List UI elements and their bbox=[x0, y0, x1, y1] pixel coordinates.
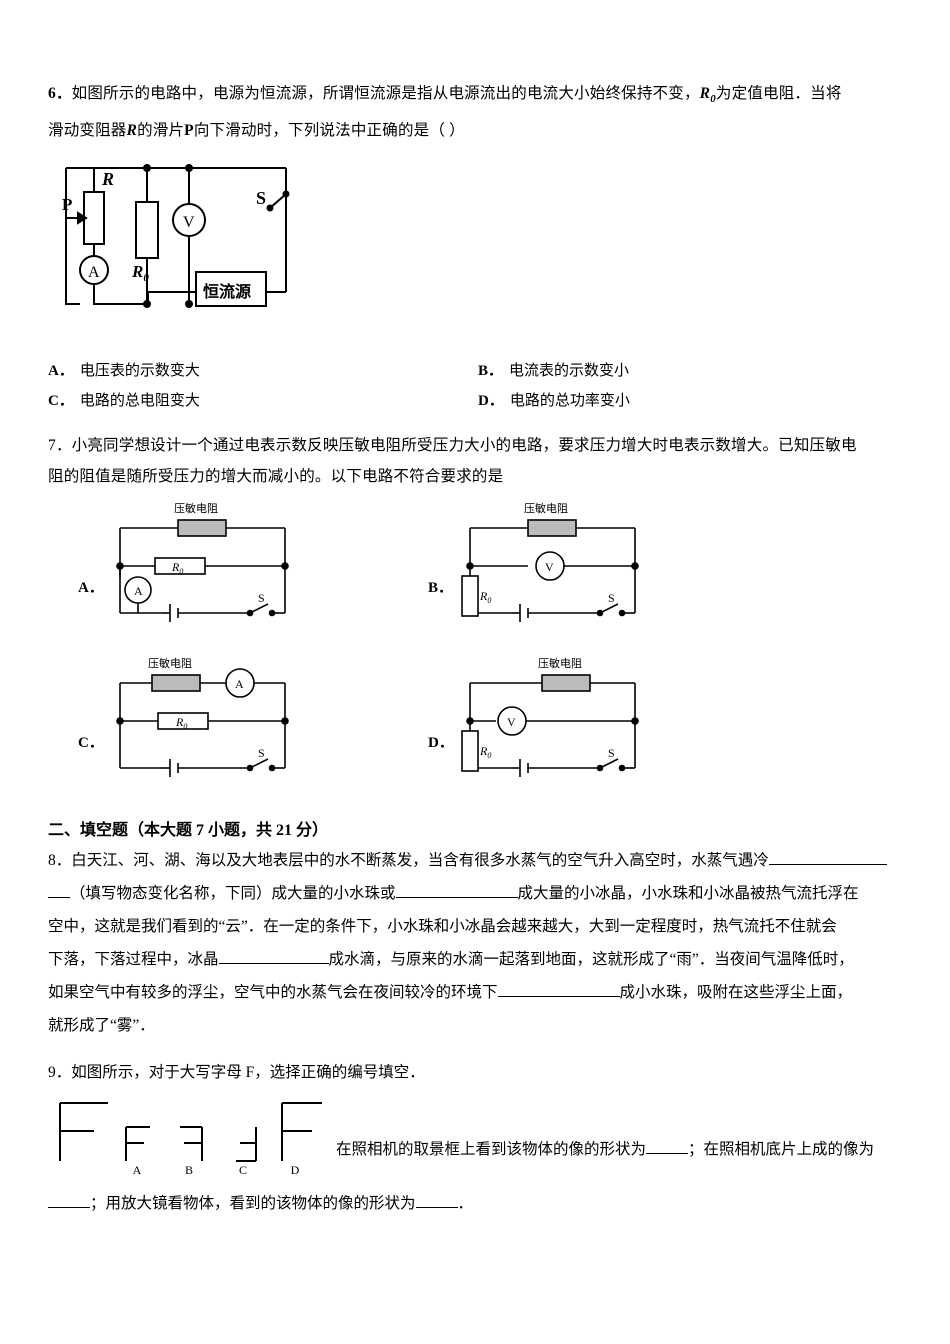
q8-p5b: 成小水珠，吸附在这些浮尘上面， bbox=[619, 984, 853, 1002]
q6-label-a: A bbox=[88, 264, 100, 281]
q9-label-c: C bbox=[238, 1163, 247, 1178]
q9-label-b: B bbox=[184, 1163, 193, 1178]
q7-choice-a-letter: A． bbox=[78, 580, 104, 597]
q6-r0: R bbox=[699, 85, 711, 102]
q6-option-b[interactable]: B． 电流表的示数变小 bbox=[478, 356, 908, 386]
q7-d-r0: R0 bbox=[479, 744, 491, 760]
q6-options-row-2: C． 电路的总电阻变大 D． 电路的总功率变小 bbox=[48, 386, 908, 416]
q7-b-sensor-label: 压敏电阻 bbox=[524, 501, 568, 515]
q9-after-b: ；在照相机底片上成的像为 bbox=[688, 1141, 875, 1159]
q8-blank-1b[interactable] bbox=[48, 897, 70, 899]
q6-label-v: V bbox=[183, 214, 195, 231]
question-8: 8．白天江、河、湖、海以及大地表层中的水不断蒸发，当含有很多水蒸气的空气升入高空… bbox=[48, 844, 908, 1042]
q6-line1: 如图所示的电路中，电源为恒流源，所谓恒流源是指从电源流出的电流大小始终保持不变， bbox=[71, 85, 700, 102]
q7-a-meter: A bbox=[134, 584, 143, 598]
q7-c-meter: A bbox=[235, 677, 244, 691]
question-6-text-line2: 滑动变阻器R的滑片P向下滑动时，下列说法中正确的是（ ） bbox=[48, 115, 908, 146]
q6-label-p: P bbox=[62, 195, 72, 214]
q6-line2b: 的滑片 bbox=[137, 122, 185, 140]
q6-option-d-text: 电路的总功率变小 bbox=[509, 393, 630, 410]
q9-blank-2[interactable] bbox=[48, 1207, 90, 1209]
q9-label-d: D bbox=[290, 1163, 300, 1178]
q7-a-switch: S bbox=[258, 591, 265, 605]
q7-b-r0: R0 bbox=[479, 589, 491, 605]
q7-c-switch: S bbox=[258, 746, 265, 760]
q9-figure: A B C D 在照相机的取景框上看到该物体的像的形状为 ；在照相机底片上成的像为 bbox=[48, 1089, 908, 1187]
q6-circuit-svg: P R V A R0 S 恒流源 bbox=[62, 164, 290, 309]
q8-number: 8． bbox=[48, 852, 72, 870]
q7-circuit-b: 压敏电阻 R0 V S bbox=[461, 501, 639, 623]
q8-blank-4[interactable] bbox=[497, 996, 620, 998]
q6-label-source: 恒流源 bbox=[203, 282, 251, 301]
q9-letters-svg bbox=[59, 1102, 322, 1163]
q8-blank-2[interactable] bbox=[395, 897, 518, 899]
q7-choice-b-letter: B． bbox=[428, 580, 454, 597]
q6-option-a-text: 电压表的示数变大 bbox=[79, 363, 200, 380]
q8-p5a: 如果空气中有较多的浮尘，空气中的水蒸气会在夜间较冷的环境下 bbox=[48, 984, 498, 1002]
q7-a-sensor-label: 压敏电阻 bbox=[174, 501, 218, 515]
q6-label-r: R bbox=[101, 169, 114, 189]
q7-circuit-d: 压敏电阻 R0 V S bbox=[461, 656, 639, 778]
q6-option-d[interactable]: D． 电路的总功率变小 bbox=[478, 386, 908, 416]
q9-text: 如图所示，对于大写字母 F，选择正确的编号填空． bbox=[71, 1064, 425, 1082]
q8-p1: 白天江、河、湖、海以及大地表层中的水不断蒸发，当含有很多水蒸气的空气升入高空时，… bbox=[71, 852, 769, 870]
q6-line2a: 滑动变阻器 bbox=[48, 122, 127, 140]
q6-line2c: 向下滑动时，下列说法中正确的是（ ） bbox=[193, 122, 465, 140]
q7-d-sensor-label: 压敏电阻 bbox=[538, 656, 582, 670]
q6-r0-sub: 0 bbox=[710, 93, 716, 106]
page-content: 6．如图所示的电路中，电源为恒流源，所谓恒流源是指从电源流出的电流大小始终保持不… bbox=[48, 78, 908, 1220]
q6-option-d-letter: D． bbox=[478, 393, 504, 410]
q9-after-fig: 在照相机的取景框上看到该物体的像的形状为 ；在照相机底片上成的像为 bbox=[336, 1137, 874, 1159]
question-9: 9．如图所示，对于大写字母 F，选择正确的编号填空． bbox=[48, 1056, 908, 1089]
q7-figures: A． bbox=[48, 498, 908, 798]
q6-option-a[interactable]: A． 电压表的示数变大 bbox=[48, 356, 478, 386]
q7-d-switch: S bbox=[608, 746, 615, 760]
q6-line1b: 为定值电阻．当将 bbox=[715, 85, 842, 102]
q6-options-row-1: A． 电压表的示数变大 B． 电流表的示数变小 bbox=[48, 356, 908, 386]
q7-line1: 小亮同学想设计一个通过电表示数反映压敏电阻所受压力大小的电路，要求压力增大时电表… bbox=[71, 437, 857, 455]
question-6-text: 6．如图所示的电路中，电源为恒流源，所谓恒流源是指从电源流出的电流大小始终保持不… bbox=[48, 78, 908, 115]
q9-blank-3[interactable] bbox=[415, 1207, 458, 1209]
q7-line2: 阻的阻值是随所受压力的增大而减小的。以下电路不符合要求的是 bbox=[48, 468, 504, 486]
q7-number: 7． bbox=[48, 437, 72, 455]
q8-p3: 空中，这就是我们看到的“云”．在一定的条件下，小水珠和小冰晶会越来越大，大到一定… bbox=[48, 918, 837, 936]
q6-r: R bbox=[126, 122, 138, 140]
q6-option-c[interactable]: C． 电路的总电阻变大 bbox=[48, 386, 478, 416]
q6-number: 6． bbox=[48, 85, 72, 102]
q9-tail-b: ． bbox=[457, 1195, 474, 1213]
question-7-text-line2: 阻的阻值是随所受压力的增大而减小的。以下电路不符合要求的是 bbox=[48, 461, 908, 492]
q8-p2b: 成大量的小冰晶，小水珠和小冰晶被热气流托浮在 bbox=[517, 885, 859, 903]
q6-p: P bbox=[184, 122, 194, 140]
q7-c-sensor-label: 压敏电阻 bbox=[148, 656, 192, 670]
q9-blank-1[interactable] bbox=[646, 1153, 689, 1155]
q7-choice-d-letter: D． bbox=[428, 735, 454, 752]
q6-option-b-text: 电流表的示数变小 bbox=[509, 363, 630, 380]
q6-label-s: S bbox=[256, 188, 266, 208]
q6-option-c-text: 电路的总电阻变大 bbox=[79, 393, 200, 410]
q7-circuit-c: 压敏电阻 R0 A S bbox=[116, 656, 289, 778]
q7-circuit-a: 压敏电阻 R0 A S bbox=[116, 501, 289, 623]
q6-option-a-letter: A． bbox=[48, 363, 74, 380]
q9-tail: ；用放大镜看物体，看到的该物体的像的形状为 ． bbox=[48, 1187, 908, 1220]
question-7-text: 7．小亮同学想设计一个通过电表示数反映压敏电阻所受压力大小的电路，要求压力增大时… bbox=[48, 430, 908, 461]
section-2-title: 二、填空题（本大题 7 小题，共 21 分） bbox=[48, 822, 329, 840]
q6-circuit-figure: P R V A R0 S 恒流源 bbox=[48, 152, 908, 342]
q6-option-b-letter: B． bbox=[478, 363, 504, 380]
q9-number: 9． bbox=[48, 1064, 72, 1082]
q8-blank-1[interactable] bbox=[768, 864, 887, 866]
q7-b-meter: V bbox=[545, 560, 554, 574]
q8-p4a: 下落，下落过程中，冰晶 bbox=[48, 951, 219, 969]
q6-options: A． 电压表的示数变大 B． 电流表的示数变小 C． 电路的总电阻变大 D． 电… bbox=[48, 356, 908, 416]
q8-p6: 就形成了“雾”． bbox=[48, 1017, 155, 1035]
q7-d-meter: V bbox=[507, 715, 516, 729]
q6-option-c-letter: C． bbox=[48, 393, 74, 410]
q8-p2a: （填写物态变化名称，下同）成大量的小水珠或 bbox=[70, 885, 396, 903]
q9-after-a: 在照相机的取景框上看到该物体的像的形状为 bbox=[336, 1141, 647, 1159]
q8-blank-3[interactable] bbox=[218, 963, 329, 965]
q7-choice-c-letter: C． bbox=[78, 735, 104, 752]
q8-p4b: 成水滴，与原来的水滴一起落到地面，这就形成了“雨”．当夜间气温降低时， bbox=[328, 951, 854, 969]
q7-b-switch: S bbox=[608, 591, 615, 605]
q9-tail-a: ；用放大镜看物体，看到的该物体的像的形状为 bbox=[90, 1195, 416, 1213]
q9-label-a: A bbox=[132, 1163, 142, 1178]
